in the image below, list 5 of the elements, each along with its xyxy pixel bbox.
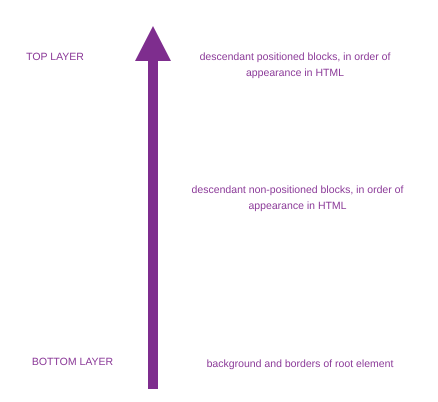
layer-description: background and borders of root element: [206, 357, 394, 372]
layer-description: descendant positioned blocks, in order of appearance in HTML: [198, 50, 392, 81]
layer-description: descendant non-positioned blocks, in order of appearance in HTML: [190, 183, 404, 214]
layer-label: TOP LAYER: [25, 50, 85, 65]
layer-label: BOTTOM LAYER: [30, 355, 114, 370]
